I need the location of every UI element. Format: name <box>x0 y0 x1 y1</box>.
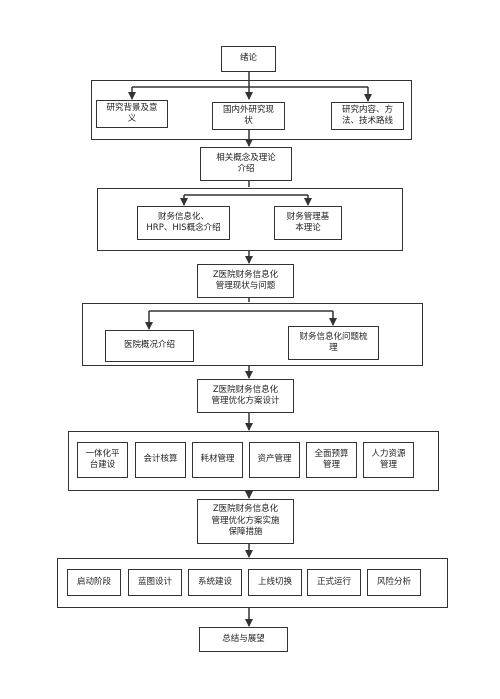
node-operation: 正式运行 <box>307 569 361 596</box>
node-problems: 财务信息化问题梳 理 <box>288 326 379 360</box>
node-accounting: 会计核算 <box>135 442 186 478</box>
node-intro: 绪论 <box>221 46 276 72</box>
node-background: 研究背景及意 义 <box>96 100 168 128</box>
group-frame-status <box>82 303 423 366</box>
node-methods: 研究内容、方 法、技术路线 <box>331 102 404 130</box>
node-status: Z医院财务信息化 管理现状与问题 <box>197 264 294 298</box>
node-hospital: 医院概况介绍 <box>105 330 194 362</box>
node-blueprint: 蓝图设计 <box>128 569 182 596</box>
node-materials: 耗材管理 <box>192 442 243 478</box>
node-platform: 一体化平 台建设 <box>77 442 128 478</box>
node-conclusion: 总结与展望 <box>199 627 288 652</box>
node-golive: 上线切换 <box>248 569 302 596</box>
group-frame-measures <box>57 558 448 608</box>
node-startup: 启动阶段 <box>67 569 121 596</box>
node-domestic: 国内外研究现 状 <box>212 102 285 130</box>
group-frame-concepts <box>97 188 403 251</box>
node-system: 系统建设 <box>188 569 242 596</box>
node-risk: 风险分析 <box>367 569 421 596</box>
node-design: Z医院财务信息化 管理优化方案设计 <box>197 379 294 413</box>
node-assets: 资产管理 <box>249 442 300 478</box>
node-concepts: 相关概念及理论 介绍 <box>200 147 292 181</box>
node-finance-it: 财务信息化、 HRP、HIS概念介绍 <box>137 206 230 240</box>
group-frame-design <box>68 431 439 491</box>
node-hr: 人力资源 管理 <box>363 442 414 478</box>
node-theory: 财务管理基 本理论 <box>274 206 342 240</box>
node-budget: 全面预算 管理 <box>306 442 357 478</box>
node-measures: Z医院财务信息化 管理优化方案实施 保障措施 <box>197 499 294 544</box>
